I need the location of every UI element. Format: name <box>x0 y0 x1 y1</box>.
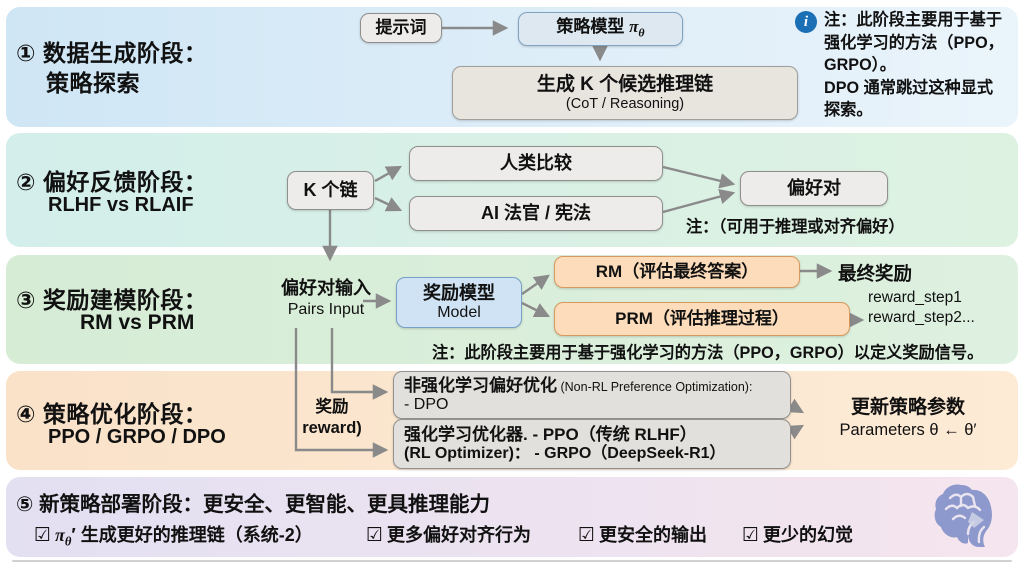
check-item-less-hallucination: ☑更少的幻觉 <box>742 525 854 546</box>
pairs-input-label: 偏好对输入 Pairs Input <box>281 278 371 318</box>
k-chains-box: K 个链 <box>287 171 374 210</box>
reward-model-box: 奖励模型 Model <box>396 277 522 328</box>
stage4-title-line2: PPO / GRPO / DPO <box>48 426 226 448</box>
reward-signal-label: 奖励 reward) <box>302 398 362 437</box>
bottom-divider <box>12 560 1012 562</box>
generate-chains-line1: 生成 K 个候选推理链 <box>536 73 714 95</box>
human-compare-box: 人类比较 <box>409 146 663 181</box>
reward-model-zh: 奖励模型 <box>423 282 495 303</box>
policy-model-box: 策略模型 πθ <box>518 12 683 46</box>
rl-optimizer-box: 强化学习优化器. - PPO（传统 RLHF） (RL Optimizer)： … <box>393 419 791 469</box>
stage3-title-line2: RM vs PRM <box>80 311 195 334</box>
policy-model-label: 策略模型 πθ <box>556 17 645 40</box>
brain-icon <box>934 484 992 547</box>
rl-optimizer-line2: (RL Optimizer)： - GRPO（DeepSeek-R1） <box>404 444 726 462</box>
checkbox-icon: ☑ <box>34 525 52 546</box>
check-item-alignment: ☑更多偏好对齐行为 <box>366 525 532 546</box>
prompt-box: 提示词 <box>360 13 442 43</box>
prm-label: PRM（评估推理过程） <box>615 309 789 329</box>
reward-model-en: Model <box>437 303 481 321</box>
final-reward-label: 最终奖励 <box>838 263 913 284</box>
preference-pairs-label: 偏好对 <box>787 178 841 199</box>
stage5-band <box>6 477 1018 557</box>
generate-chains-box: 生成 K 个候选推理链 (CoT / Reasoning) <box>452 66 798 120</box>
ai-judge-box: AI 法官 / 宪法 <box>409 196 663 231</box>
info-icon: i <box>795 11 817 33</box>
stage2-note: 注：（可用于推理或对齐偏好） <box>686 218 905 236</box>
prompt-box-label: 提示词 <box>375 18 427 38</box>
check-item-better-chains: ☑πθ′ 生成更好的推理链（系统-2） <box>34 525 313 549</box>
rl-optimizer-line1: 强化学习优化器. - PPO（传统 RLHF） <box>404 425 697 445</box>
stage1-note: 注：此阶段主要用于基于 强化学习的方法（PPO， GRPO）。 DPO 通常跳过… <box>824 11 1004 119</box>
preference-pairs-box: 偏好对 <box>740 171 888 206</box>
stage3-title-line1: ③ 奖励建模阶段： <box>16 287 208 313</box>
human-compare-label: 人类比较 <box>500 153 572 174</box>
stage3-note: 注：此阶段主要用于基于强化学习的方法（PPO，GRPO）以定义奖励信号。 <box>432 344 984 362</box>
non-rl-optimization-box: 非强化学习偏好优化 (Non-RL Preference Optimizatio… <box>393 371 791 419</box>
non-rl-dpo: - DPO <box>404 396 449 413</box>
stage1-title-line1: ① 数据生成阶段： <box>16 40 208 66</box>
stage2-title-line1: ② 偏好反馈阶段： <box>16 169 208 195</box>
reward-steps-label: reward_step1 reward_step2... <box>868 289 975 326</box>
update-parameters-label: 更新策略参数 Parameters θ ← θ′ <box>839 397 977 439</box>
k-chains-label: K 个链 <box>303 180 358 201</box>
checkbox-icon: ☑ <box>742 525 760 546</box>
checkbox-icon: ☑ <box>366 525 384 546</box>
prm-box: PRM（评估推理过程） <box>554 302 850 336</box>
stage4-title-line1: ④ 策略优化阶段： <box>16 401 208 427</box>
stage5-title: ⑤ 新策略部署阶段：更安全、更智能、更具推理能力 <box>16 493 491 516</box>
rm-box: RM（评估最终答案） <box>554 256 800 288</box>
generate-chains-line2: (CoT / Reasoning) <box>565 95 685 112</box>
stage2-title-line2: RLHF vs RLAIF <box>48 194 194 216</box>
stage1-title-line2: 策略探索 <box>46 70 140 96</box>
check-item-safer-output: ☑更安全的输出 <box>578 525 708 546</box>
ai-judge-label: AI 法官 / 宪法 <box>480 203 591 224</box>
non-rl-line1: 非强化学习偏好优化 (Non-RL Preference Optimizatio… <box>404 375 753 395</box>
rm-label: RM（评估最终答案） <box>595 262 759 282</box>
checkbox-icon: ☑ <box>578 525 596 546</box>
